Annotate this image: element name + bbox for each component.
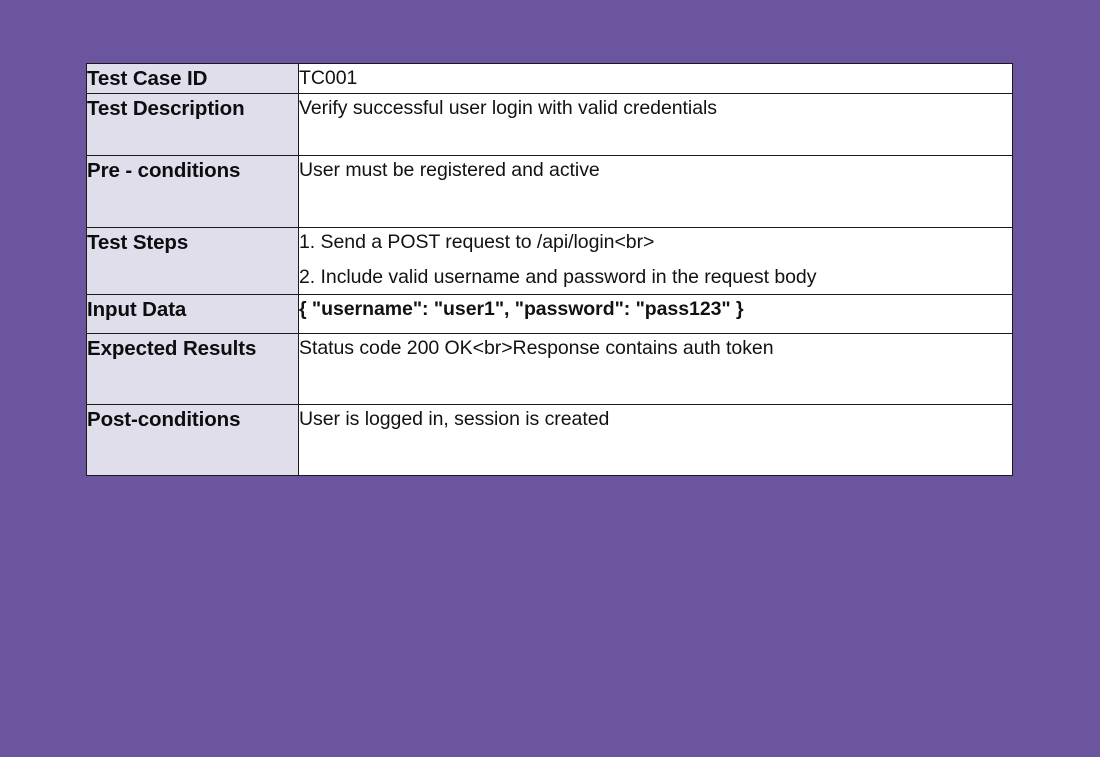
value-line-step-2: 2. Include valid username and password i… (299, 266, 817, 289)
row-label-expected-results: Expected Results (86, 333, 299, 406)
row-value-expected-results: Status code 200 OK<br>Response contains … (298, 333, 1013, 406)
table-body: Test Case ID TC001 Test Description Veri… (86, 62, 1013, 477)
row-value-test-steps: 1. Send a POST request to /api/login<br>… (298, 227, 1013, 296)
table-row-expected-results: Expected Results Status code 200 OK<br>R… (86, 333, 1013, 406)
row-label-test-steps: Test Steps (86, 227, 299, 296)
row-value-input-data: { "username": "user1", "password": "pass… (298, 294, 1013, 335)
table-row-input-data: Input Data { "username": "user1", "passw… (86, 294, 1013, 335)
value-line: Status code 200 OK<br>Response contains … (299, 337, 774, 360)
row-value-test-description: Verify successful user login with valid … (298, 93, 1013, 157)
table-row-test-case-id: Test Case ID TC001 (86, 62, 1013, 95)
table-row-test-steps: Test Steps 1. Send a POST request to /ap… (86, 227, 1013, 296)
value-line: User must be registered and active (299, 159, 600, 182)
table-row-pre-conditions: Pre - conditions User must be registered… (86, 155, 1013, 229)
value-line: User is logged in, session is created (299, 408, 610, 431)
table-row-test-description: Test Description Verify successful user … (86, 93, 1013, 157)
value-line-step-1: 1. Send a POST request to /api/login<br> (299, 231, 655, 254)
row-label-input-data: Input Data (86, 294, 299, 335)
row-label-test-case-id: Test Case ID (86, 62, 299, 95)
row-label-pre-conditions: Pre - conditions (86, 155, 299, 229)
row-value-pre-conditions: User must be registered and active (298, 155, 1013, 229)
row-value-test-case-id: TC001 (298, 62, 1013, 95)
row-value-post-conditions: User is logged in, session is created (298, 404, 1013, 477)
row-label-test-description: Test Description (86, 93, 299, 157)
table-row-post-conditions: Post-conditions User is logged in, sessi… (86, 404, 1013, 477)
value-line: { "username": "user1", "password": "pass… (299, 298, 744, 321)
row-label-post-conditions: Post-conditions (86, 404, 299, 477)
value-line: TC001 (299, 67, 358, 89)
test-case-specification-table: Test Case ID TC001 Test Description Veri… (86, 62, 1013, 477)
value-line: Verify successful user login with valid … (299, 97, 717, 120)
